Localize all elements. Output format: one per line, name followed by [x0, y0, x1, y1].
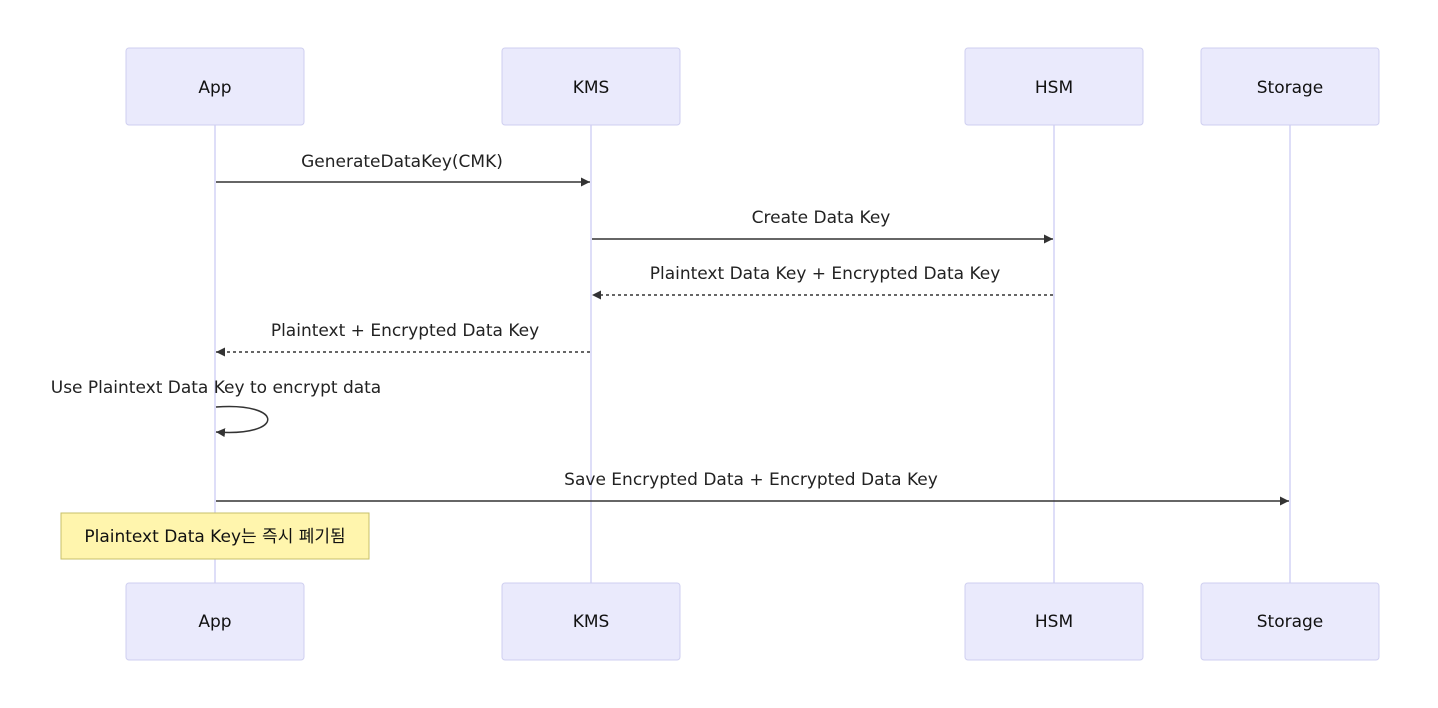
actor-kms-top: KMS: [501, 47, 681, 126]
message-4-label: Plaintext + Encrypted Data Key: [271, 321, 539, 341]
actor-app-top: App: [125, 47, 305, 126]
actor-app-label: App: [198, 78, 231, 98]
actor-kms-bottom: KMS: [501, 582, 681, 661]
message-1-label: GenerateDataKey(CMK): [301, 152, 503, 172]
actor-storage-bottom: Storage: [1200, 582, 1380, 661]
actor-app-bottom-label: App: [198, 612, 231, 632]
actor-storage-label: Storage: [1257, 78, 1324, 98]
actor-hsm-top: HSM: [964, 47, 1144, 126]
message-3-label: Plaintext Data Key + Encrypted Data Key: [650, 264, 1001, 284]
message-2-label: Create Data Key: [752, 208, 891, 228]
actor-storage-top: Storage: [1200, 47, 1380, 126]
actor-hsm-bottom: HSM: [964, 582, 1144, 661]
actor-kms-bottom-label: KMS: [573, 612, 610, 632]
actor-hsm-label: HSM: [1035, 78, 1073, 98]
actor-storage-bottom-label: Storage: [1257, 612, 1324, 632]
note-text: Plaintext Data Key는 즉시 폐기됨: [84, 527, 345, 547]
actor-kms-label: KMS: [573, 78, 610, 98]
actor-app-bottom: App: [125, 582, 305, 661]
message-5-label: Use Plaintext Data Key to encrypt data: [51, 378, 381, 398]
message-5-self-arrow: [215, 405, 269, 438]
note-app: Plaintext Data Key는 즉시 폐기됨: [60, 512, 370, 560]
message-6-label: Save Encrypted Data + Encrypted Data Key: [564, 470, 938, 490]
actor-hsm-bottom-label: HSM: [1035, 612, 1073, 632]
